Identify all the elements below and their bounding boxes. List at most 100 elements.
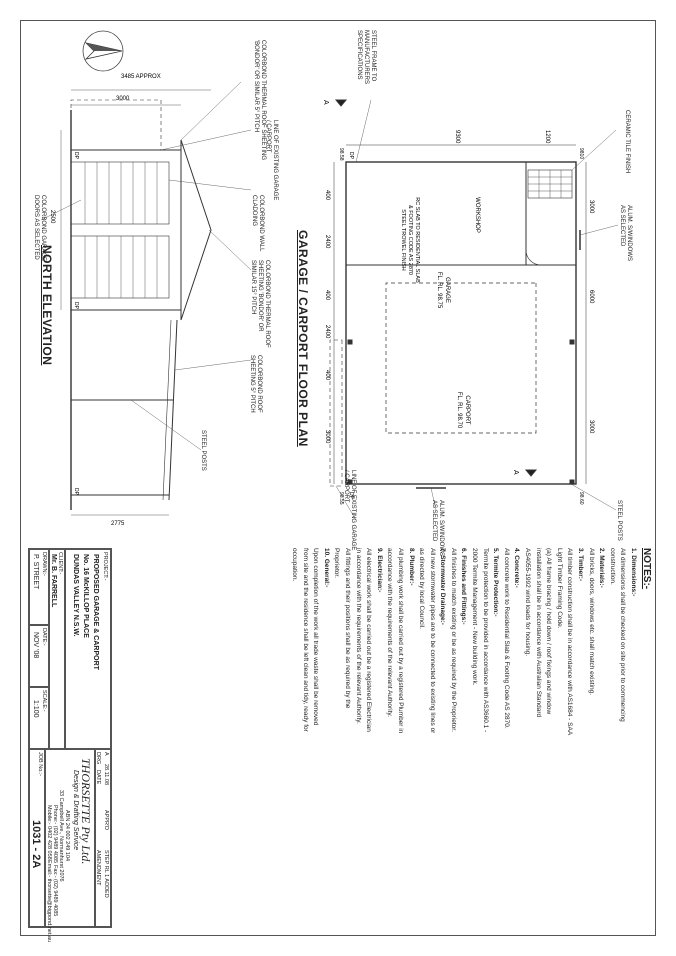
slab-note-3: STEEL TROWEL FINISH [400, 209, 406, 271]
company-fax: Fax:- (02) 9489 4085 [52, 865, 58, 917]
rev-label: A [103, 752, 109, 756]
note-heading: 6. Finishes and Fittings:- [460, 548, 468, 625]
project-line-3: DUNDAS VALLEY N.S.W. [72, 554, 79, 637]
note-line: Termite protection to be provided in acc… [481, 548, 489, 733]
workshop-label: WORKSHOP [474, 197, 480, 233]
note-line: in accordance with the requirements of t… [354, 548, 362, 724]
elev-steel-posts: STEEL POSTS [200, 430, 206, 471]
steel-posts-plan-label: STEEL POSTS [616, 500, 622, 541]
rev-col-date: DATE [95, 770, 101, 785]
note-line: All finishes to match existing or be as … [449, 548, 457, 732]
elev-wall-1: COLORBOND WALL [258, 195, 264, 252]
steel-frame-label-3: SPECIFICATIONS [356, 30, 362, 80]
steel-frame-label-2: MANUFACTURERS [363, 30, 369, 85]
client-name: Mr. B. FARRELL [50, 554, 57, 608]
alum-top-label-1: ALUM. S/WINDOWS [626, 205, 632, 262]
note-line: All plumbing work shall be carried out b… [396, 548, 404, 734]
company-name: THORSETTE Pty Ltd. [79, 758, 93, 865]
note-line: occupation. [291, 548, 298, 582]
company-service: Design & Drafting Service [72, 770, 79, 851]
note-heading: 2. Materials:- [598, 548, 606, 588]
note-line: All concrete work to Residential Slab & … [502, 548, 510, 729]
note-line: All electrical work shall be carried out… [365, 548, 373, 732]
notes-heading: NOTES:- [641, 548, 652, 590]
plan-existing-label-2: / CARPORT [343, 470, 349, 503]
note-line: from site and the residence shall be lef… [301, 548, 309, 732]
note-line: construction. [608, 548, 616, 585]
dim-400-c: 400 [324, 370, 330, 381]
elev-existing-2: / CARPORT [265, 120, 271, 153]
dim-2400-a: 2400 [324, 235, 330, 249]
elev-roof2-1: COLORBOND THERMAL ROOF [264, 260, 270, 348]
elev-roof3-2: SHEETING 5° PITCH [249, 355, 255, 413]
rev-col-amend: AMENDMENT [95, 850, 101, 886]
rev-desc: STEP RL 1 ADDED [103, 850, 109, 898]
job-number: 1031 - 2A [30, 820, 42, 869]
elev-existing-1: LINE OF EXISTING GARAGE [272, 120, 278, 201]
project-line-1: PROPOSED GARAGE & CARPORT [92, 554, 99, 670]
company-cell: THORSETTE Pty Ltd. Design & Drafting Ser… [45, 749, 95, 942]
note-line: All timber construction shall be in acco… [566, 548, 574, 736]
dim-2400-b: 2400 [324, 325, 330, 339]
level-4: 98.55 [338, 492, 344, 505]
note-heading: 4. Concrete:- [513, 548, 521, 588]
note-line: installation shall be in accordance with… [534, 548, 542, 718]
rev-col: DRG [95, 752, 101, 765]
project-cell: PROJECT:- PROPOSED GARAGE & CARPORT No. … [65, 549, 111, 749]
elev-roof3-1: COLORBOND ROOF [256, 355, 262, 413]
rev-appr: APPR'D [103, 810, 109, 830]
dim-400-a: 400 [324, 190, 330, 201]
plan-title: GARAGE / CARPORT FLOOR PLAN [296, 230, 310, 447]
elev-wall-2: CLADDING [251, 195, 257, 227]
job-cell: JOB No.:- 1031 - 2A [29, 749, 45, 927]
dim-9300: 9300 [454, 130, 460, 144]
notes-panel: NOTES:- 1. Dimensions:-All dimensions sh… [224, 548, 652, 928]
elev-dp-3: DP [73, 488, 79, 496]
date-label: DATE:- [41, 628, 47, 646]
note-line: (a) All frame bracing / hold down / roof… [545, 548, 553, 715]
elev-roof2-2: SHEETING 'BONDOR' OR [257, 260, 263, 332]
section-mark-right: A [512, 470, 519, 475]
company-phone: Phone:- (02) 9489 4085 [52, 805, 58, 864]
alum-right-label-2: AS SELECTED [431, 500, 437, 542]
elevation-title: NORTH ELEVATION [40, 245, 54, 366]
dim-3000-a: 3000 [588, 200, 594, 214]
elev-dim-2500: 2500 [49, 210, 55, 224]
note-heading: 10. General:- [322, 548, 330, 588]
floor-plan: GARAGE FL. RL. 98.75 CARPORT FL. RL. 98.… [322, 99, 619, 521]
north-arrow-icon [82, 30, 124, 72]
company-address: 33 Campbell Ave., Normanhurst 2076 [58, 790, 64, 882]
company-abn: ABN 24 002 249 104 [64, 810, 70, 862]
note-line: All fittings and their positions shall b… [343, 548, 351, 709]
revision-cell: A 28.11.08 APPR'D STEP RL 1 ADDED DRG DA… [95, 749, 111, 927]
level-dp-1: DP [348, 152, 354, 160]
drawn-name: P. STREET [32, 554, 39, 590]
notes-list: 1. Dimensions:-All dimensions shall be c… [288, 548, 638, 928]
slab-note-1: RC SLAB TO RESIDENTIAL SLAB [414, 197, 420, 283]
note-heading: 8. Plumber:- [407, 548, 415, 586]
elev-roof1-2: 'BONDOR' OR SIMILAR 5° PITCH [253, 40, 259, 133]
note-line: All dimensions shall be checked on site … [619, 548, 627, 722]
north-elevation: 3485 APPROX 3000 2500 2775 DP DP DP [40, 74, 252, 527]
dim-400-b: 400 [324, 290, 330, 301]
elev-dim-3000: 3000 [116, 96, 130, 102]
project-line-2: No. 16 McKILLOP PLACE [82, 554, 89, 638]
title-block: PROJECT:- PROPOSED GARAGE & CARPORT No. … [28, 548, 112, 942]
company-mobile: Mobile:- 0402 428 058 [46, 805, 52, 860]
elev-dim-2775: 2775 [111, 521, 125, 527]
drawn-label: DRAWN:- [41, 552, 47, 576]
note-line: AS4055-1992 wind loads for housing. [524, 548, 532, 657]
section-mark-left: A [322, 100, 329, 105]
elev-dp-2: DP [73, 302, 79, 310]
dim-1200: 1200 [544, 130, 550, 144]
note-heading: 9. Electrician:- [375, 548, 383, 593]
level-3: 98.58 [338, 148, 344, 161]
ceramic-label: CERAMIC TILE FINISH [624, 110, 630, 174]
drawn-cell: DRAWN:- P. STREET [29, 549, 49, 625]
elev-doors-2: DOORS AS SELECTED [33, 195, 39, 260]
note-line: Upon completion of the work all trade wa… [312, 548, 320, 726]
job-label: JOB No.:- [37, 752, 43, 777]
dim-6000: 6000 [588, 290, 594, 304]
dim-3000-c: 3000 [324, 430, 330, 444]
